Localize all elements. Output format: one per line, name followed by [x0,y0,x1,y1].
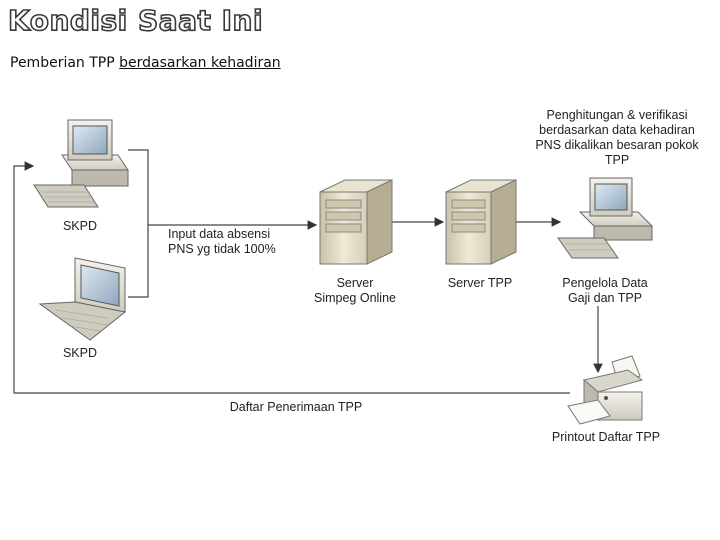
server-simpeg-label-line2: Simpeg Online [314,291,396,305]
subtitle-text: Pemberian TPP [10,55,120,71]
page-subtitle: Pemberian TPP berdasarkan kehadiran [10,55,281,71]
pengelola-label: Pengelola Data Gaji dan TPP [545,276,665,306]
pengelola-label-line1: Pengelola Data [562,276,648,290]
penghitungan-line1: Penghitungan & verifikasi [546,108,688,122]
input-absensi-line1: Input data absensi [168,227,271,241]
page-title: Kondisi Saat Ini [7,3,264,38]
pengelola-computer-icon [557,177,654,259]
skpd-desktop-computer-icon [33,119,129,208]
server-tpp-label: Server TPP [447,276,513,290]
laptop-to-server-line [128,225,149,298]
penghitungan-line2: berdasarkan data kehadiran [539,123,695,137]
desktop-to-server-line [128,149,318,230]
skpd-laptop-icon [38,257,127,341]
input-absensi-line2: PNS yg tidak 100% [168,242,276,256]
printer-icon [567,355,644,425]
printer-label: Printout Daftar TPP [551,430,661,444]
penghitungan-line3: PNS dikalikan besaran pokok [535,138,699,152]
daftar-penerimaan-label: Daftar Penerimaan TPP [229,400,363,414]
subtitle-underlined-text: berdasarkan kehadiran [119,55,281,71]
server-tpp-icon [445,179,517,265]
server-simpeg-label-line1: Server [336,276,374,290]
skpd-laptop-label: SKPD [62,346,98,360]
penghitungan-annotation: Penghitungan & verifikasi berdasarkan da… [522,108,712,168]
server-simpeg-icon [319,179,393,265]
pengelola-label-line2: Gaji dan TPP [567,291,643,305]
input-absensi-annotation: Input data absensi PNS yg tidak 100% [168,227,298,257]
skpd-desktop-label: SKPD [62,219,98,233]
penghitungan-line4: TPP [604,153,630,167]
server-simpeg-label: Server Simpeg Online [300,276,410,306]
printer-to-skpd-line [13,161,570,394]
